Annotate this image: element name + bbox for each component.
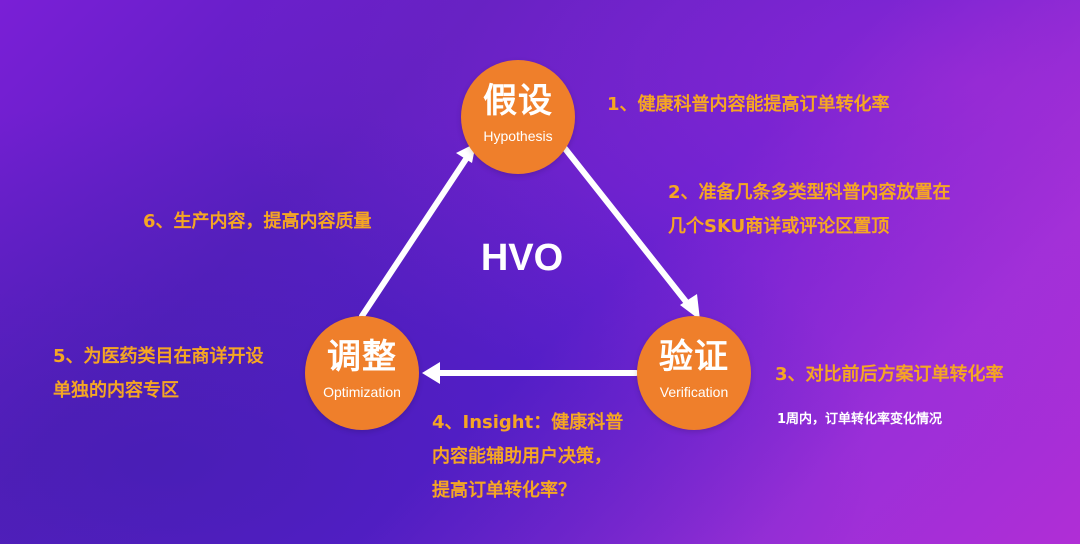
adjustment-subtitle: Optimization <box>323 384 401 400</box>
step-2-line-2: 几个SKU商详或评论区置顶 <box>668 216 890 237</box>
adjustment-node: 调整 Optimization <box>305 316 419 430</box>
arrowhead-adjustment <box>422 362 440 384</box>
step-4-line-3: 提高订单转化率？ <box>432 480 576 501</box>
step-3-text: 3、对比前后方案订单转化率 <box>775 358 1004 392</box>
center-label: HVO <box>480 237 564 279</box>
step-1-text: 1、健康科普内容能提高订单转化率 <box>607 88 890 122</box>
step-2-line-1: 2、准备几条多类型科普内容放置在 <box>668 182 951 203</box>
step-3-line: 3、对比前后方案订单转化率 <box>775 364 1004 385</box>
step-4-text: 4、Insight：健康科普 内容能辅助用户决策， 提高订单转化率？ <box>432 406 623 508</box>
hypothesis-subtitle: Hypothesis <box>483 128 553 144</box>
hypothesis-title: 假设 <box>483 81 553 121</box>
step-1-line: 1、健康科普内容能提高订单转化率 <box>607 94 890 115</box>
verification-subtitle: Verification <box>659 384 729 400</box>
verification-title: 验证 <box>659 337 729 377</box>
adjustment-title: 调整 <box>327 337 397 377</box>
step-2-text: 2、准备几条多类型科普内容放置在 几个SKU商详或评论区置顶 <box>668 176 951 244</box>
step-6-line: 6、生产内容，提高内容质量 <box>143 211 372 232</box>
step-4-line-2: 内容能辅助用户决策， <box>432 446 612 467</box>
verification-node: 验证 Verification <box>637 316 751 430</box>
arrowhead-verification <box>680 294 700 320</box>
step-5-line-2: 单独的内容专区 <box>53 380 179 401</box>
step-5-line-1: 5、为医药类目在商详开设 <box>53 346 264 367</box>
step-3-note: 1周内，订单转化率变化情况 <box>777 412 943 427</box>
arrow-adjustment-to-hypothesis <box>359 153 471 319</box>
hypothesis-node: 假设 Hypothesis <box>461 60 575 174</box>
arrow-hypothesis-to-verification <box>560 143 694 311</box>
step-5-text: 5、为医药类目在商详开设 单独的内容专区 <box>53 340 264 408</box>
step-6-text: 6、生产内容，提高内容质量 <box>143 205 372 239</box>
step-4-line-1: 4、Insight：健康科普 <box>432 412 624 433</box>
